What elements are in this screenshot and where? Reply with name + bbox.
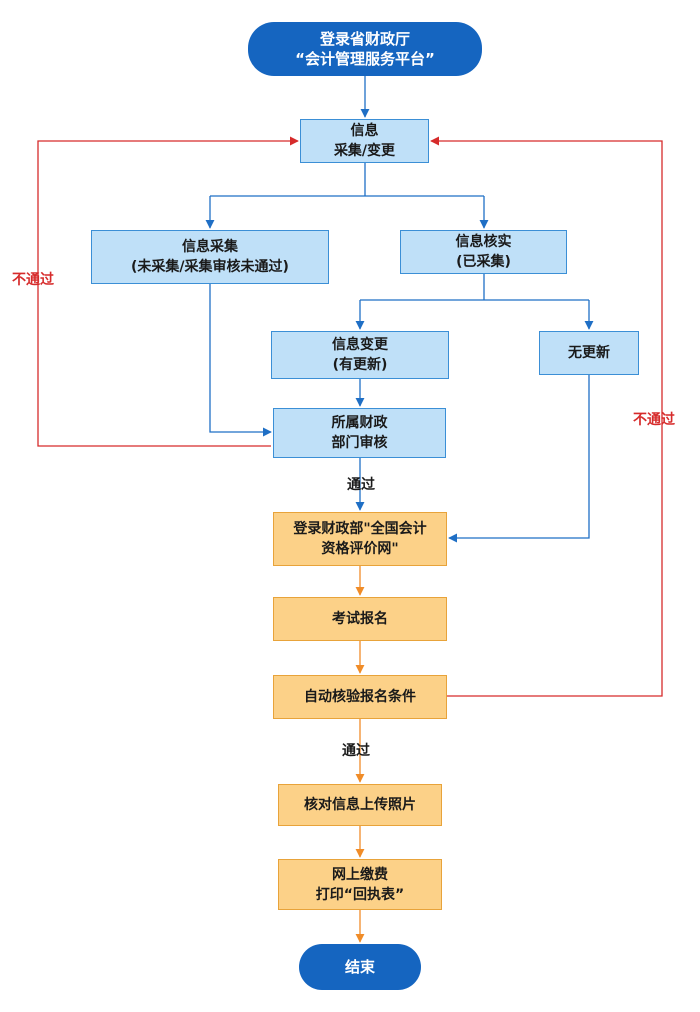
end-node: 结束 bbox=[299, 944, 421, 990]
info-collect-change-node: 信息 采集/变更 bbox=[300, 119, 429, 163]
fail-label-right: 不通过 bbox=[633, 412, 675, 428]
pay-print-line-1: 网上缴费 bbox=[332, 866, 388, 883]
arrow-collect-change-split bbox=[210, 163, 484, 197]
info-verify-line-1: 信息核实 bbox=[455, 234, 512, 250]
pay-print-line-2: 打印“回执表” bbox=[315, 886, 405, 903]
pay-print-node: 网上缴费 打印“回执表” bbox=[278, 859, 442, 910]
check-upload-photo-node: 核对信息上传照片 bbox=[278, 784, 442, 826]
arrow-no-update-to-login bbox=[448, 375, 590, 543]
login-national-node: 登录财政部"全国会计 资格评价网" bbox=[273, 512, 447, 566]
start-node-line-2: “会计管理服务平台” bbox=[295, 50, 435, 68]
info-collect-node: 信息采集 (未采集/采集审核未通过) bbox=[91, 230, 329, 284]
arrow-fail-review-loop bbox=[37, 136, 299, 447]
start-node: 登录省财政厅 “会计管理服务平台” bbox=[248, 22, 482, 76]
pass-label-review: 通过 bbox=[347, 477, 375, 493]
exam-register-node: 考试报名 bbox=[273, 597, 447, 641]
arrow-verify-split bbox=[360, 274, 589, 301]
dept-review-line-1: 所属财政 bbox=[331, 415, 388, 431]
login-national-line-2: 资格评价网" bbox=[321, 541, 399, 557]
end-node-line-1: 结束 bbox=[344, 958, 375, 976]
info-collect-change-line-2: 采集/变更 bbox=[333, 143, 396, 159]
start-node-line-1: 登录省财政厅 bbox=[319, 30, 410, 48]
info-change-line-1: 信息变更 bbox=[332, 337, 388, 353]
info-change-line-2: (有更新) bbox=[332, 357, 388, 373]
arrow-fail-check-loop bbox=[430, 136, 663, 697]
login-national-line-1: 登录财政部"全国会计 bbox=[293, 521, 427, 537]
no-update-node: 无更新 bbox=[539, 331, 639, 375]
exam-register-line-1: 考试报名 bbox=[332, 611, 388, 627]
dept-review-line-2: 部门审核 bbox=[331, 435, 388, 451]
info-verify-line-2: (已采集) bbox=[456, 254, 511, 270]
info-collect-line-2: (未采集/采集审核未通过) bbox=[131, 259, 289, 275]
info-verify-node: 信息核实 (已采集) bbox=[400, 230, 567, 274]
no-update-line-1: 无更新 bbox=[568, 345, 610, 361]
dept-review-node: 所属财政 部门审核 bbox=[273, 408, 446, 458]
info-collect-line-1: 信息采集 bbox=[182, 239, 238, 255]
pass-label-check: 通过 bbox=[342, 743, 370, 759]
info-change-node: 信息变更 (有更新) bbox=[271, 331, 449, 379]
info-collect-change-line-1: 信息 bbox=[350, 123, 379, 139]
fail-label-left: 不通过 bbox=[12, 272, 54, 288]
arrow-info-collect-to-review bbox=[209, 284, 272, 437]
check-upload-photo-line-1: 核对信息上传照片 bbox=[304, 797, 416, 813]
auto-check-node: 自动核验报名条件 bbox=[273, 675, 447, 719]
auto-check-line-1: 自动核验报名条件 bbox=[304, 689, 416, 705]
